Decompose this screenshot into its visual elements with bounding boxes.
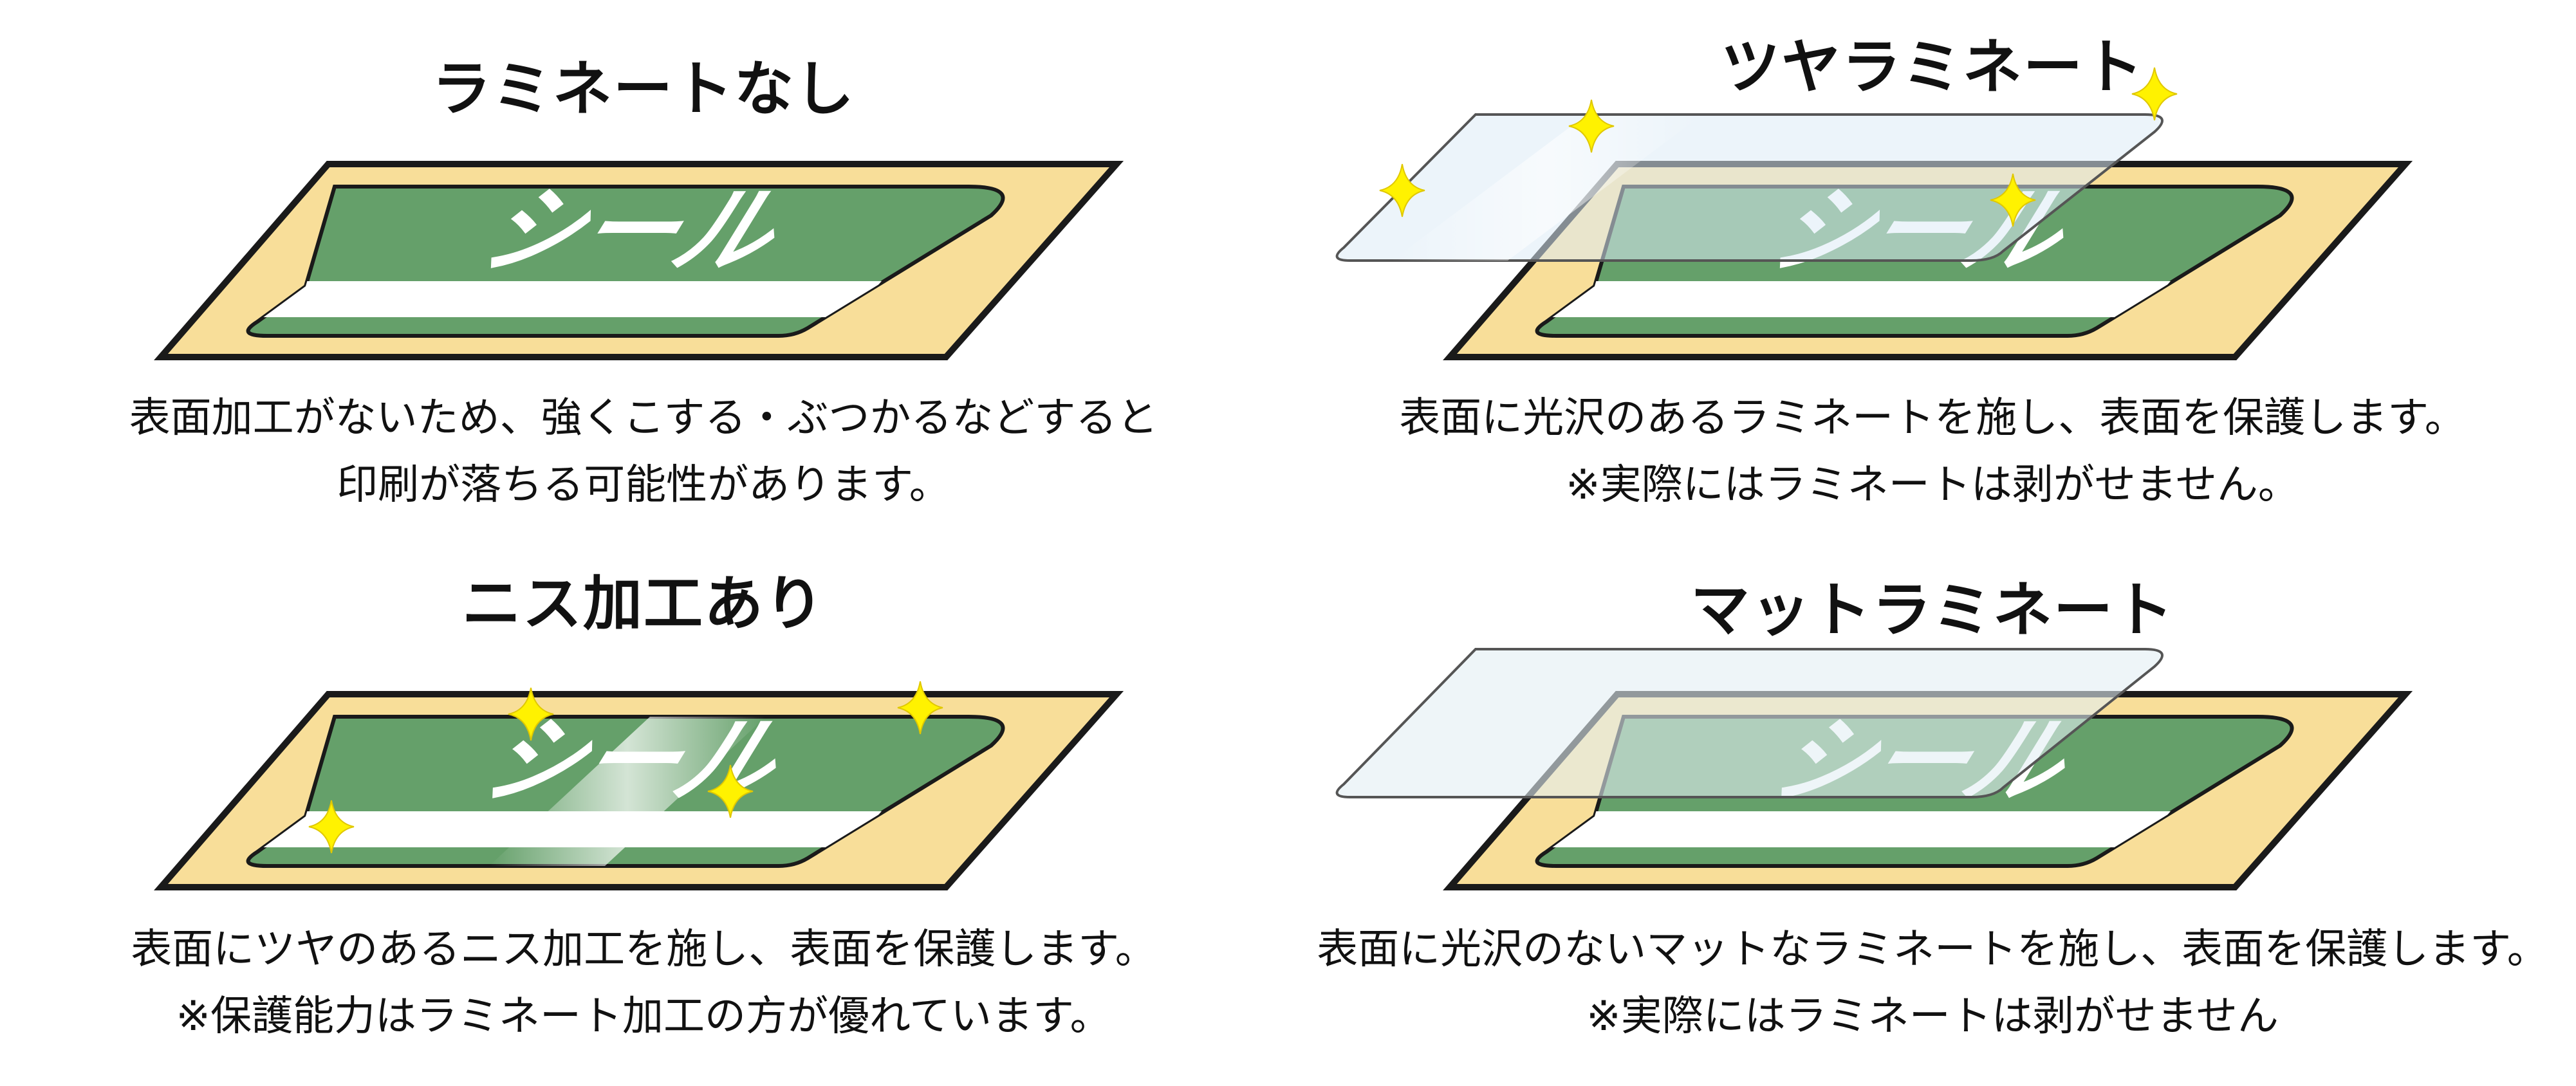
panel-description: 表面にツヤのあるニス加工を施し、表面を保護します。 ※保護能力はラミネート加工の… [0,916,1287,1050]
panel-description: 表面加工がないため、強くこする・ぶつかるなどすると 印刷が落ちる可能性があります… [0,385,1287,519]
sticker-print: シール [246,706,1005,868]
laminate-film [1335,113,2164,262]
sticker-print: シール [246,176,1005,338]
sparkle-icon [1379,67,2178,227]
sticker-illustration: シール [1335,648,2413,890]
sparkle-icon [308,681,943,854]
description-line: 表面加工がないため、強くこする・ぶつかるなどすると [129,394,1158,442]
panel-title: ラミネートなし [431,55,855,124]
sticker-text: シール [468,706,799,816]
sticker-illustration: シール [154,161,1124,360]
description-line: ※実際にはラミネートは剥がせません。 [1566,461,2299,509]
panel-description: 表面に光沢のないマットなラミネートを施し、表面を保護します。 ※実際にはラミネー… [1289,916,2576,1050]
description-line: ※実際にはラミネートは剥がせません [1586,993,2279,1040]
panel-matte-laminate: マットラミネート シール 表面に光沢のないマットなラミネートを施し、表面を保護し… [1289,543,2576,1086]
panel-title: マットラミネート [1690,576,2174,645]
description-line: 表面に光沢のあるラミネートを施し、表面を保護します。 [1399,394,2466,442]
sticker-text: シール [467,176,797,286]
sticker-illustration: シール [1335,67,2413,360]
panel-title: ツヤラミネート [1720,33,2144,102]
panel-title: ニス加工あり [461,569,825,638]
description-line: 表面にツヤのあるニス加工を施し、表面を保護します。 [131,926,1156,973]
panel-varnish: ニス加工あり シール 表面にツヤのある [0,543,1287,1086]
panel-gloss-laminate: ツヤラミネート シール [1289,0,2576,543]
laminate-film [1335,648,2164,798]
description-line: ※保護能力はラミネート加工の方が優れています。 [176,993,1111,1040]
sticker-illustration: シール [154,681,1124,890]
description-line: 表面に光沢のないマットなラミネートを施し、表面を保護します。 [1317,926,2548,973]
description-line: 印刷が落ちる可能性があります。 [337,461,950,509]
panel-description: 表面に光沢のあるラミネートを施し、表面を保護します。 ※実際にはラミネートは剥が… [1289,385,2576,519]
panel-no-laminate: ラミネートなし シール 表面加工がないため、強くこする・ぶつかるなどすると 印刷… [0,0,1287,543]
